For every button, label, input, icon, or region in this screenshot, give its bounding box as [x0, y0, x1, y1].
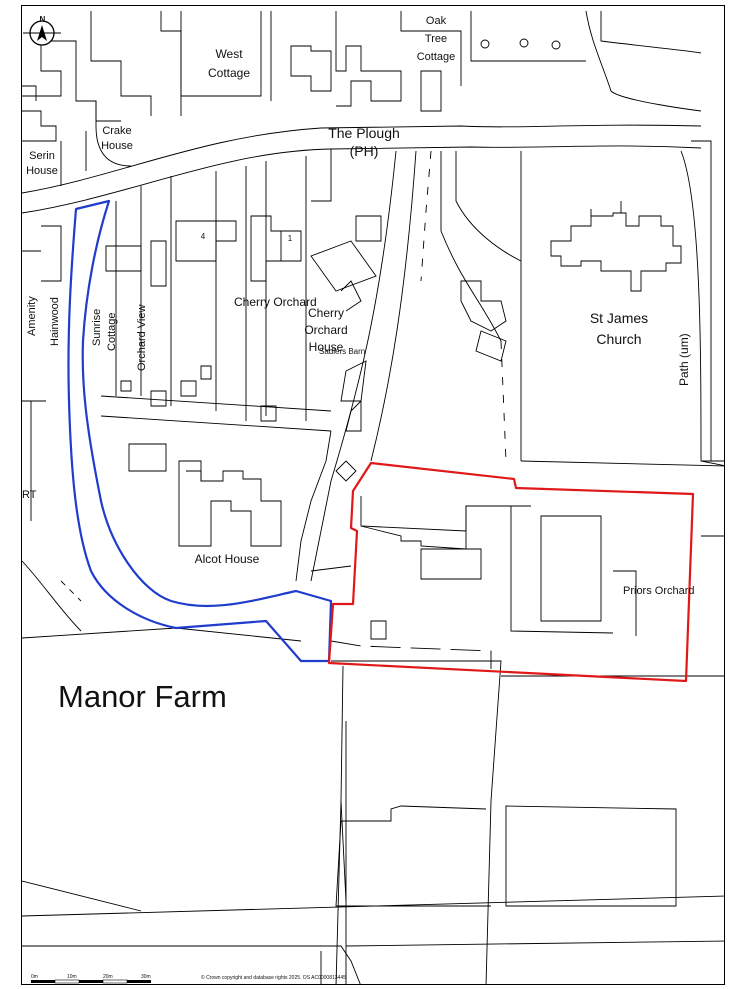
- label-oak-tree-cottage-3: Cottage: [417, 51, 456, 63]
- scale-label-10: 10m: [67, 974, 77, 980]
- map-labels: Oak Tree Cottage West Cottage Crake Hous…: [22, 15, 695, 714]
- label-west-cottage-2: Cottage: [208, 66, 250, 80]
- label-house-4: 4: [201, 232, 206, 241]
- label-serin-house-2: House: [26, 165, 58, 177]
- label-west-cottage-1: West: [215, 47, 243, 61]
- label-orchard-view: Orchard View: [136, 305, 148, 371]
- scale-label-0: 0m: [31, 974, 38, 980]
- label-cherry-orchard: Cherry Orchard: [234, 295, 317, 309]
- label-crake-house-1: Crake: [102, 125, 131, 137]
- label-st-james-church-1: St James: [590, 310, 648, 326]
- label-alcot-house: Alcot House: [195, 552, 260, 566]
- north-arrow: N: [23, 15, 61, 46]
- label-priors-orchard: Priors Orchard: [623, 585, 695, 597]
- site-location-map: N Oak Tree Cottage West Cottage Crake Ho…: [21, 5, 725, 985]
- north-label: N: [40, 15, 46, 24]
- label-oak-tree-cottage-1: Oak: [426, 15, 447, 27]
- scale-label-20: 20m: [103, 974, 113, 980]
- label-manor-farm: Manor Farm: [58, 679, 227, 714]
- label-sunrise-cottage-2: Cottage: [106, 312, 118, 351]
- scale-label-30: 30m: [141, 974, 151, 980]
- map-canvas: N Oak Tree Cottage West Cottage Crake Ho…: [22, 10, 724, 984]
- label-serin-house-1: Serin: [29, 150, 55, 162]
- site-boundary: [327, 461, 695, 683]
- label-cherry-orchard-house-2: Orchard: [304, 323, 347, 337]
- label-st-james-church-2: Church: [596, 331, 641, 347]
- label-cherry-orchard-house-3: House: [309, 340, 344, 354]
- label-saddlers-barn: Sadlers Barn: [319, 347, 365, 356]
- label-hainwood: Hainwood: [49, 297, 61, 346]
- label-path-um: Path (um): [677, 333, 691, 386]
- label-cherry-orchard-house-1: Cherry: [308, 306, 344, 320]
- label-house-1: 1: [288, 234, 293, 243]
- label-amenity: Amenity: [26, 296, 38, 336]
- label-oak-tree-cottage-2: Tree: [425, 33, 447, 45]
- access-route-boundary: [67, 199, 333, 663]
- label-the-plough-2: (PH): [350, 143, 379, 159]
- label-sunrise-cottage-1: Sunrise: [91, 309, 103, 346]
- label-crake-house-2: House: [101, 140, 133, 152]
- label-rt: RT: [22, 489, 37, 501]
- label-the-plough-1: The Plough: [328, 125, 400, 141]
- property-linework: [22, 10, 724, 984]
- copyright-notice: © Crown copyright and database rights 20…: [201, 974, 346, 981]
- scale-bar: 0m 10m 20m 30m: [31, 974, 151, 984]
